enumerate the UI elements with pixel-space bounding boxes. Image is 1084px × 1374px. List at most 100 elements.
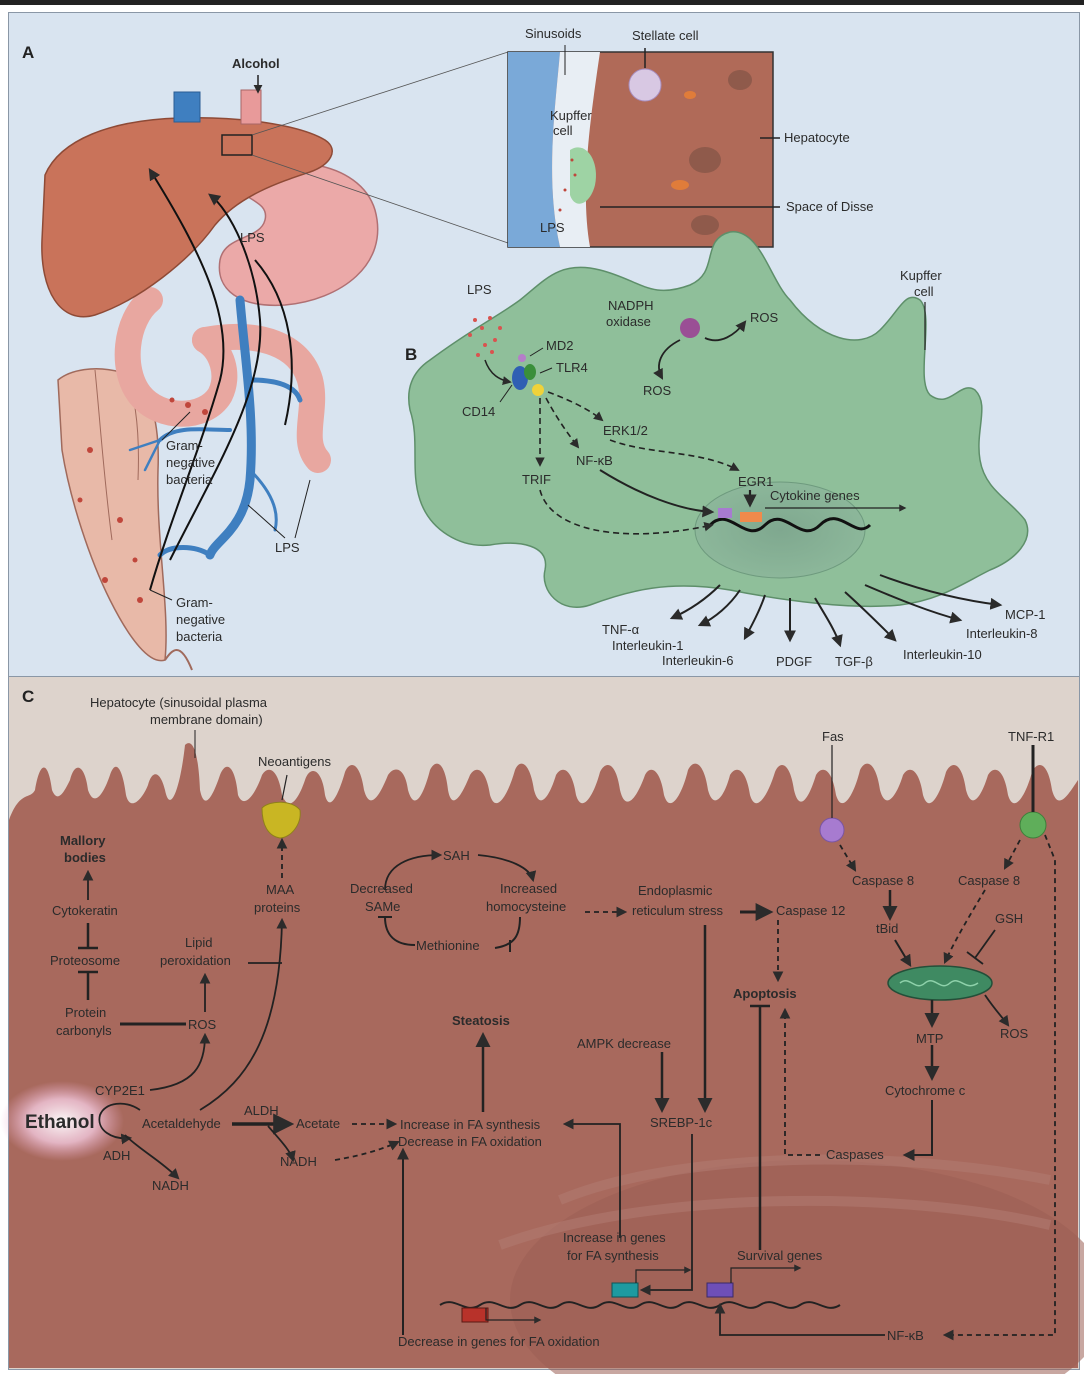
label-cd14: CD14: [462, 404, 495, 419]
label-alcohol: Alcohol: [232, 56, 280, 71]
label-output-tnf: TNF-α: [602, 622, 640, 637]
label-decreased-same-2: SAMe: [365, 899, 400, 914]
label-adh: ADH: [103, 1148, 130, 1163]
label-cytokeratin: Cytokeratin: [52, 903, 118, 918]
label-increased-hcy-1: Increased: [500, 881, 557, 896]
aorta: [241, 90, 261, 124]
label-ampk: AMPK decrease: [577, 1036, 671, 1051]
label-caspase8-fas: Caspase 8: [852, 873, 914, 888]
label-gram-neg-1a: Gram-: [166, 438, 203, 453]
label-ros-c-left: ROS: [188, 1017, 217, 1032]
label-md2: MD2: [546, 338, 573, 353]
label-lipid-1: Lipid: [185, 935, 212, 950]
label-protein-1: Protein: [65, 1005, 106, 1020]
label-gram-neg-2b: negative: [176, 612, 225, 627]
label-stellate-cell: Stellate cell: [632, 28, 699, 43]
label-sah: SAH: [443, 848, 470, 863]
label-hepatocyte-inset: Hepatocyte: [784, 130, 850, 145]
label-increased-hcy-2: homocysteine: [486, 899, 566, 914]
gene-fa-synthesis: [612, 1283, 638, 1297]
label-aldh: ALDH: [244, 1103, 279, 1118]
label-gram-neg-2a: Gram-: [176, 595, 213, 610]
label-hepatocyte-c-2: membrane domain): [150, 712, 263, 727]
label-caspase12: Caspase 12: [776, 903, 845, 918]
label-lps-b: LPS: [467, 282, 492, 297]
label-lipid-2: peroxidation: [160, 953, 231, 968]
label-protein-2: carbonyls: [56, 1023, 112, 1038]
panel-b-letter: B: [405, 345, 417, 364]
label-cyp2e1: CYP2E1: [95, 1083, 145, 1098]
label-er-2: reticulum stress: [632, 903, 724, 918]
label-output-il8: Interleukin-8: [966, 626, 1038, 641]
label-nfkb-c: NF-κB: [887, 1328, 924, 1343]
label-output-pdgf: PDGF: [776, 654, 812, 669]
label-nadh-mid: NADH: [280, 1154, 317, 1169]
label-gsh: GSH: [995, 911, 1023, 926]
label-survival-genes: Survival genes: [737, 1248, 823, 1263]
label-kupffer-b-1: Kupffer: [900, 268, 942, 283]
label-acetaldehyde: Acetaldehyde: [142, 1116, 221, 1131]
label-kupffer-b-2: cell: [914, 284, 934, 299]
label-er-1: Endoplasmic: [638, 883, 713, 898]
label-fa-oxidation: Decrease in FA oxidation: [398, 1134, 542, 1149]
label-nadh-bottom: NADH: [152, 1178, 189, 1193]
label-decreased-same-1: Decreased: [350, 881, 413, 896]
label-ros-c-right: ROS: [1000, 1026, 1029, 1041]
label-genes-synth-1: Increase in genes: [563, 1230, 666, 1245]
gene-survival: [707, 1283, 733, 1297]
label-output-mcp1: MCP-1: [1005, 607, 1045, 622]
label-sinusoids: Sinusoids: [525, 26, 582, 41]
label-maa-1: MAA: [266, 882, 295, 897]
label-gram-neg-1c: bacteria: [166, 472, 213, 487]
label-apoptosis: Apoptosis: [733, 986, 797, 1001]
label-lps-inset: LPS: [540, 220, 565, 235]
label-egr1: EGR1: [738, 474, 773, 489]
label-hepatocyte-c-1: Hepatocyte (sinusoidal plasma: [90, 695, 268, 710]
label-cytokine-genes: Cytokine genes: [770, 488, 860, 503]
label-tbid: tBid: [876, 921, 898, 936]
label-fa-synthesis: Increase in FA synthesis: [400, 1117, 541, 1132]
label-maa-2: proteins: [254, 900, 301, 915]
label-genes-synth-2: for FA synthesis: [567, 1248, 659, 1263]
label-mtp: MTP: [916, 1031, 943, 1046]
label-kupffer-inset-1: Kupffer: [550, 108, 592, 123]
label-gram-neg-1b: negative: [166, 455, 215, 470]
label-output-il10: Interleukin-10: [903, 647, 982, 662]
label-caspase8-tnf: Caspase 8: [958, 873, 1020, 888]
label-methionine: Methionine: [416, 938, 480, 953]
label-ethanol: Ethanol: [25, 1112, 95, 1133]
label-steatosis: Steatosis: [452, 1013, 510, 1028]
label-nadph-2: oxidase: [606, 314, 651, 329]
label-kupffer-inset-2: cell: [553, 123, 573, 138]
label-tnfr1: TNF-R1: [1008, 729, 1054, 744]
panel-c-letter: C: [22, 687, 34, 706]
nfkb-binding-site: [718, 508, 732, 518]
label-nadph-1: NADPH: [608, 298, 654, 313]
egr1-binding-site: [740, 512, 762, 522]
label-tlr4: TLR4: [556, 360, 588, 375]
mitochondrion: [888, 966, 992, 1000]
label-output-il6: Interleukin-6: [662, 653, 734, 668]
label-lps-liver: LPS: [240, 230, 265, 245]
label-acetate: Acetate: [296, 1116, 340, 1131]
label-nfkb-b: NF-κB: [576, 453, 613, 468]
label-mallory-2: bodies: [64, 850, 106, 865]
label-proteosome: Proteosome: [50, 953, 120, 968]
label-genes-oxid: Decrease in genes for FA oxidation: [398, 1334, 600, 1349]
label-mallory-1: Mallory: [60, 833, 106, 848]
label-ros-b-down: ROS: [643, 383, 672, 398]
label-gram-neg-2c: bacteria: [176, 629, 223, 644]
label-space-of-disse: Space of Disse: [786, 199, 873, 214]
vena-cava: [174, 92, 200, 122]
label-output-tgf: TGF-β: [835, 654, 873, 669]
label-fas: Fas: [822, 729, 844, 744]
panel-a-letter: A: [22, 43, 34, 62]
label-caspases: Caspases: [826, 1147, 884, 1162]
gene-fa-oxidation: [462, 1308, 488, 1322]
label-trif: TRIF: [522, 472, 551, 487]
label-cytochrome: Cytochrome c: [885, 1083, 966, 1098]
label-neoantigens: Neoantigens: [258, 754, 331, 769]
label-lps-vessels: LPS: [275, 540, 300, 555]
